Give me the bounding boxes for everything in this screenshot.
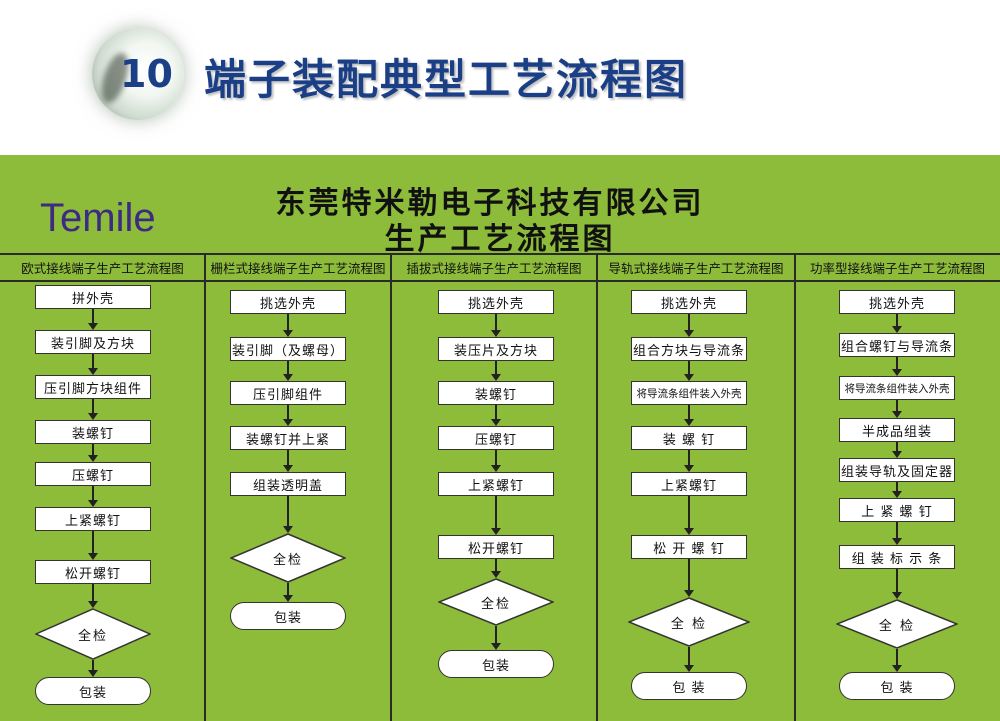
packaging-terminal: 包 装 [631,672,747,700]
slide-number: 10 [120,52,173,96]
flow-arrow [684,450,694,472]
inspection-decision: 全检 [438,578,554,626]
column-title: 栅栏式接线端子生产工艺流程图 [210,261,386,276]
process-step: 装 螺 钉 [631,426,747,450]
flow-arrow [88,444,98,462]
flow-arrow [684,314,694,337]
process-step: 松开螺钉 [438,535,554,559]
flow-arrow [892,442,902,458]
inspection-label: 全 检 [878,618,916,634]
flow-arrow [88,584,98,608]
column-divider [390,253,392,721]
flow-arrow [491,361,501,381]
flow-arrow [283,314,293,337]
process-step: 组装透明盖 [230,472,346,496]
column-title: 导轨式接线端子生产工艺流程图 [608,261,784,276]
column-title: 欧式接线端子生产工艺流程图 [21,261,184,276]
inspection-label: 全检 [77,628,108,644]
column-title: 功率型接线端子生产工艺流程图 [809,261,985,276]
flow-arrow [491,559,501,578]
flow-arrow [491,450,501,472]
column-divider [794,253,796,721]
flow-arrow [684,405,694,426]
brand-logo: Temile [40,196,156,240]
flow-arrow [892,482,902,498]
flow-arrow [88,399,98,420]
process-step: 压引脚方块组件 [35,375,151,399]
flow-arrow [491,496,501,535]
flow-arrow [684,496,694,535]
process-step: 半成品组装 [839,418,955,442]
flow-arrow [283,496,293,533]
flow-arrow [684,647,694,672]
flow-arrow [491,405,501,426]
inspection-decision: 全 检 [836,599,958,649]
process-step: 挑选外壳 [631,290,747,314]
process-step: 上 紧 螺 钉 [839,498,955,522]
process-step: 装引脚及方块 [35,330,151,354]
process-step: 组合螺钉与导流条 [839,333,955,357]
flow-arrow [283,361,293,381]
chart-subtitle: 生产工艺流程图 [384,222,616,257]
flow-arrow [283,405,293,426]
flow-arrow [88,531,98,560]
flow-arrow [684,361,694,381]
process-step: 松开螺钉 [35,560,151,584]
flow-arrow [892,569,902,599]
process-step: 上紧螺钉 [438,472,554,496]
process-step: 拼外壳 [35,285,151,309]
packaging-terminal: 包装 [35,677,151,705]
process-step: 组合方块与导流条 [631,337,747,361]
column-divider [596,253,598,721]
table-top-border [0,253,1000,255]
inspection-decision: 全检 [230,533,346,583]
flow-arrow [491,314,501,337]
flow-arrow [892,314,902,333]
flow-arrow [491,626,501,650]
flow-arrow [684,559,694,597]
process-step: 上紧螺钉 [631,472,747,496]
process-step: 将导流条组件装入外壳 [839,376,955,400]
process-step: 将导流条组件装入外壳 [631,381,747,405]
process-step: 压螺钉 [35,462,151,486]
table-header-border [0,280,1000,282]
process-step: 装引脚（及螺母） [230,337,346,361]
process-step: 上紧螺钉 [35,507,151,531]
process-step: 松 开 螺 钉 [631,535,747,559]
process-step: 挑选外壳 [438,290,554,314]
process-step: 压螺钉 [438,426,554,450]
flow-arrow [283,450,293,472]
column-title: 插拔式接线端子生产工艺流程图 [406,261,582,276]
process-step: 挑选外壳 [230,290,346,314]
flow-arrow [283,583,293,602]
flow-arrow [892,522,902,545]
slide-header: 10 端子装配典型工艺流程图 [0,0,1000,155]
inspection-decision: 全 检 [628,597,750,647]
flow-arrow [892,649,902,672]
column-divider [204,253,206,721]
packaging-terminal: 包 装 [839,672,955,700]
flow-arrow [892,400,902,418]
packaging-terminal: 包装 [230,602,346,630]
company-name: 东莞特米勒电子科技有限公司 [275,186,705,221]
flow-arrow [892,357,902,376]
process-step: 组 装 标 示 条 [839,545,955,569]
inspection-label: 全检 [480,596,511,612]
inspection-label: 全 检 [670,616,708,632]
process-step: 装螺钉 [438,381,554,405]
slide-title: 端子装配典型工艺流程图 [204,55,689,104]
process-step: 挑选外壳 [839,290,955,314]
process-step: 装螺钉并上紧 [230,426,346,450]
inspection-label: 全检 [272,552,303,568]
process-step: 压引脚组件 [230,381,346,405]
inspection-decision: 全检 [35,608,151,660]
flow-arrow [88,354,98,375]
flow-arrow [88,486,98,507]
process-step: 组装导轨及固定器 [839,458,955,482]
process-step: 装螺钉 [35,420,151,444]
packaging-terminal: 包装 [438,650,554,678]
flow-arrow [88,309,98,330]
process-step: 装压片及方块 [438,337,554,361]
flow-arrow [88,660,98,677]
